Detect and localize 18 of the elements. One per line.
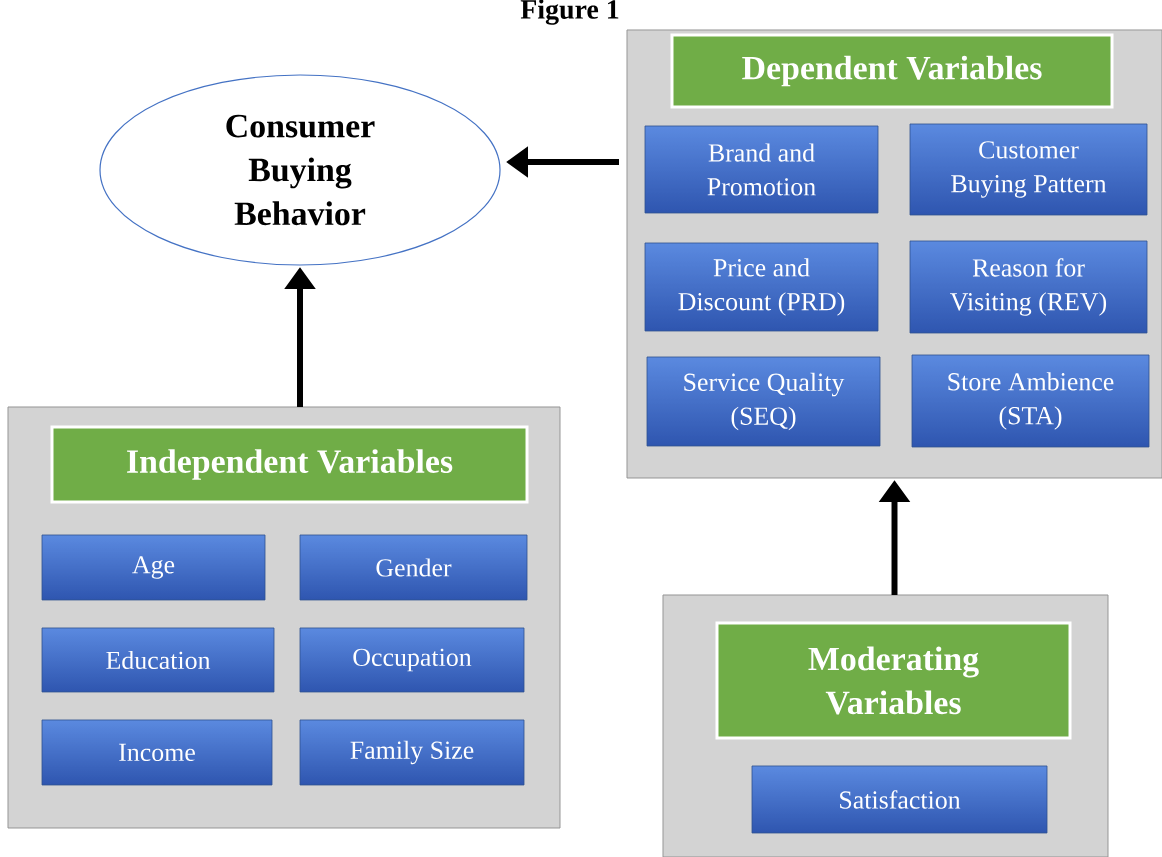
variable-box: Family Size <box>299 719 525 786</box>
heading-box: Dependent Variables <box>670 33 1114 109</box>
oval: Consumer Buying Behavior <box>99 74 501 266</box>
variable-box: Education <box>41 627 275 693</box>
variable-box: Customer Buying Pattern <box>909 123 1148 216</box>
variable-box: Income <box>41 719 273 786</box>
variable-box: Reason for Visiting (REV) <box>909 240 1148 334</box>
variable-box: Age <box>41 534 266 601</box>
variable-box: Price and Discount (PRD) <box>644 242 879 332</box>
variable-box: Satisfaction <box>751 765 1048 834</box>
figure-title: Figure 1 <box>520 0 619 25</box>
variable-box: Occupation <box>299 627 525 693</box>
variable-box: Brand and Promotion <box>644 125 879 214</box>
heading-box: Independent Variables <box>50 425 529 504</box>
heading-box: Moderating Variables <box>715 621 1072 740</box>
variable-box: Store Ambience (STA) <box>911 354 1150 448</box>
variable-box: Service Quality (SEQ) <box>646 356 881 447</box>
variable-box: Gender <box>299 534 528 601</box>
